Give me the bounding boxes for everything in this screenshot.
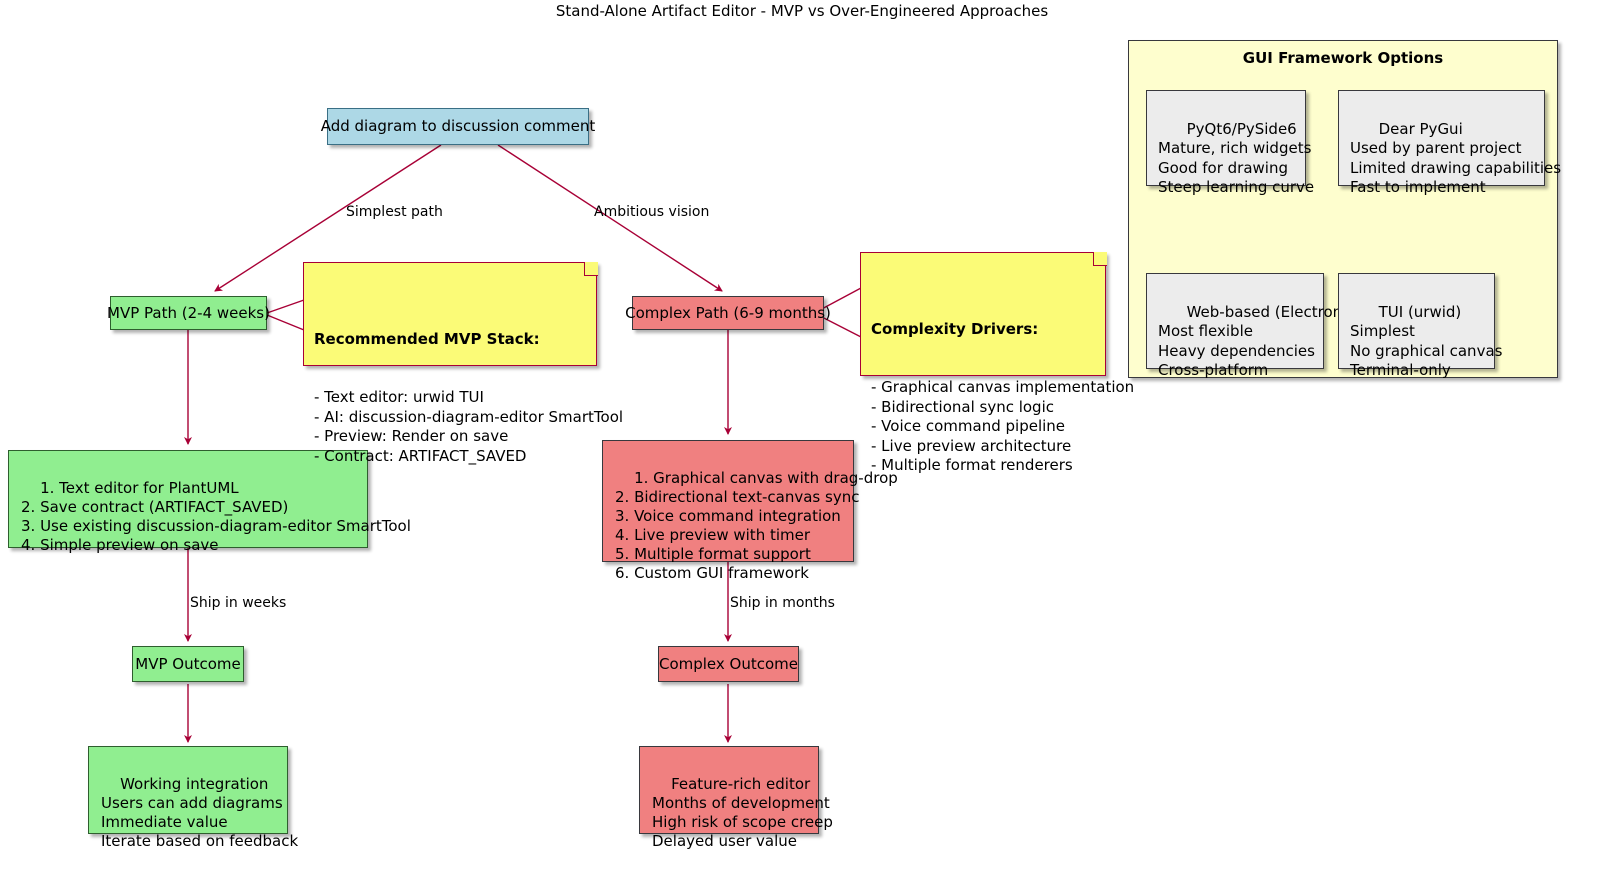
note-complexity-drivers-title: Complexity Drivers:: [871, 319, 1039, 338]
note-complexity-drivers[interactable]: Complexity Drivers: - Graphical canvas i…: [860, 251, 1134, 474]
frame-title: GUI Framework Options: [1242, 49, 1444, 67]
card-dear-pygui[interactable]: Dear PyGui Used by parent project Limite…: [1338, 90, 1561, 196]
node-mvp-result-lines: Working integration Users can add diagra…: [101, 775, 299, 850]
card-tui-urwid[interactable]: TUI (urwid) Simplest No graphical canvas…: [1338, 273, 1502, 379]
edge-label-ship-in-weeks: Ship in weeks: [190, 595, 287, 611]
card-dear-pygui-lines: Dear PyGui Used by parent project Limite…: [1350, 119, 1562, 197]
node-complex-path-label: Complex Path (6-9 months): [625, 303, 831, 322]
card-tui-urwid-lines: TUI (urwid) Simplest No graphical canvas…: [1350, 302, 1503, 380]
node-complex-outcome[interactable]: Complex Outcome: [658, 646, 799, 682]
node-complex-path[interactable]: Complex Path (6-9 months): [625, 296, 831, 330]
note-mvp-stack[interactable]: Recommended MVP Stack: - Text editor: ur…: [303, 261, 623, 465]
note-mvp-stack-title: Recommended MVP Stack:: [314, 329, 540, 348]
node-start-label: Add diagram to discussion comment: [320, 117, 596, 135]
node-mvp-result[interactable]: Working integration Users can add diagra…: [88, 746, 298, 850]
edge-label-ship-in-months: Ship in months: [730, 595, 835, 611]
node-mvp-path[interactable]: MVP Path (2-4 weeks): [107, 296, 270, 330]
note-mvp-stack-body: - Text editor: urwid TUI - AI: discussio…: [314, 388, 624, 465]
page-title: Stand-Alone Artifact Editor - MVP vs Ove…: [555, 2, 1049, 20]
node-mvp-outcome-label: MVP Outcome: [135, 654, 241, 673]
card-web-based-electron[interactable]: Web-based (Electron) Most flexible Heavy…: [1146, 273, 1348, 379]
card-pyqt6-pyside6[interactable]: PyQt6/PySide6 Mature, rich widgets Good …: [1146, 90, 1314, 196]
node-mvp-path-label: MVP Path (2-4 weeks): [107, 303, 270, 322]
card-pyqt6-pyside6-lines: PyQt6/PySide6 Mature, rich widgets Good …: [1158, 119, 1315, 197]
note-complexity-drivers-body: - Graphical canvas implementation - Bidi…: [871, 378, 1135, 474]
node-mvp-outcome[interactable]: MVP Outcome: [132, 646, 244, 682]
node-complex-result[interactable]: Feature-rich editor Months of developmen…: [639, 746, 833, 850]
note-fold-corner-icon: [1092, 251, 1107, 266]
frame-gui-framework-options: GUI Framework Options PyQt6/PySide6 Matu…: [1128, 40, 1561, 379]
node-start[interactable]: Add diagram to discussion comment: [321, 108, 595, 145]
node-complex-steps[interactable]: 1. Graphical canvas with drag-drop 2. Bi…: [602, 440, 898, 582]
card-web-based-electron-lines: Web-based (Electron) Most flexible Heavy…: [1158, 302, 1348, 380]
edge-label-simplest-path: Simplest path: [346, 204, 443, 220]
node-complex-result-lines: Feature-rich editor Months of developmen…: [652, 775, 833, 850]
note-fold-corner-icon: [583, 261, 598, 276]
node-mvp-steps-lines: 1. Text editor for PlantUML 2. Save cont…: [21, 479, 411, 554]
node-complex-steps-lines: 1. Graphical canvas with drag-drop 2. Bi…: [615, 469, 898, 582]
node-mvp-steps[interactable]: 1. Text editor for PlantUML 2. Save cont…: [8, 450, 411, 554]
edge-label-ambitious-vision: Ambitious vision: [594, 204, 710, 220]
node-complex-outcome-label: Complex Outcome: [658, 654, 799, 673]
